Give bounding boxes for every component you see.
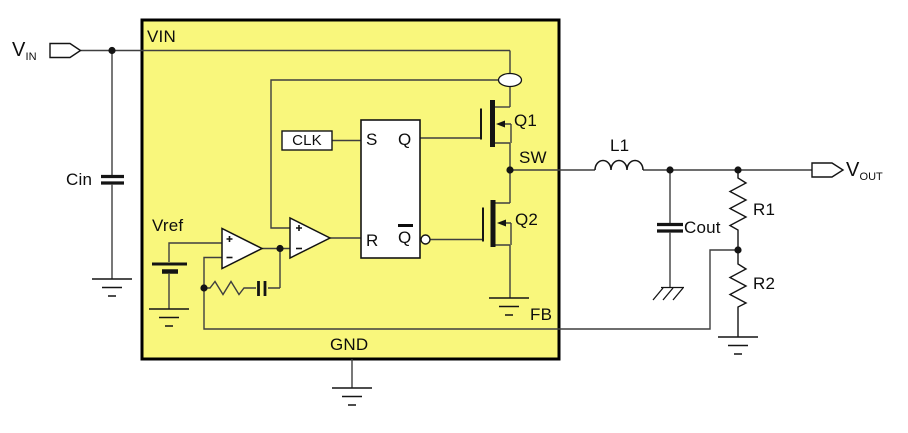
gnd-pin-ground-icon (332, 387, 372, 406)
wire-erramp-minus (203, 256, 222, 288)
wire-comp-resistor (204, 280, 280, 296)
junction-divider-tap (734, 246, 742, 254)
r1-label: R1 (753, 200, 776, 219)
vref-ground-icon (149, 308, 189, 327)
wire-current-sense (270, 79, 499, 229)
pwm-comparator (289, 216, 332, 260)
qbar-letter: Q (398, 228, 412, 247)
cout-chassis-ground-icon (652, 286, 684, 301)
latch-reset-label: R (366, 231, 379, 250)
q2-ground-icon (489, 297, 529, 316)
q2-label: Q2 (515, 210, 539, 229)
wire-q2-body-tie (506, 222, 512, 245)
wire-q2-drain (495, 170, 511, 204)
clk-block-label: CLK (292, 132, 322, 149)
vin-terminal-tag (49, 42, 82, 59)
l1-inductor (594, 159, 644, 171)
vout-terminal-label: VOUT (846, 159, 883, 184)
junction-vin-cin (108, 46, 116, 55)
latch-set-label: S (366, 130, 378, 149)
r1-resistor (728, 170, 748, 250)
ground-symbols (92, 278, 758, 406)
junction-erramp-out (276, 244, 284, 253)
r2-label: R2 (753, 274, 776, 293)
cout-label: Cout (684, 218, 721, 237)
latch-out-inverted-label: Q (398, 224, 413, 248)
vout-terminal-tag (811, 162, 845, 178)
wire-q1-body-tie (505, 123, 512, 143)
q1-mosfet (480, 100, 505, 147)
cin-capacitor (101, 174, 124, 185)
pwm-comparator-plus-icon (296, 225, 302, 231)
clk-block (281, 130, 333, 151)
pin-label-fb: FB (530, 305, 553, 324)
q1-body-arrow (496, 120, 505, 128)
vref-battery (152, 262, 187, 274)
current-sense-icon (497, 72, 523, 88)
vout-terminal-sub: OUT (859, 171, 883, 183)
vref-label: Vref (152, 216, 184, 235)
junction-dots (108, 46, 742, 292)
junction-fb-comp (200, 284, 208, 292)
vin-terminal-main: V (12, 39, 26, 61)
junction-vout-node (734, 166, 742, 174)
q2-mosfet (482, 200, 506, 247)
vin-terminal-sub: IN (25, 51, 37, 63)
pin-label-sw: SW (519, 148, 547, 167)
cout-capacitor (657, 222, 683, 233)
error-amplifier (221, 227, 264, 270)
wire-q1-source (495, 142, 511, 170)
r2-resistor (728, 250, 748, 337)
pin-label-gnd: GND (330, 335, 369, 354)
pin-label-vin: VIN (147, 27, 176, 46)
sr-latch-block (360, 119, 421, 259)
component-layer (49, 42, 845, 406)
wire-vref-to-plus (168, 242, 222, 262)
q2-body-arrow (497, 219, 506, 227)
r2-ground-icon (718, 336, 758, 355)
qbar-inversion-bubble (420, 234, 431, 245)
l1-label: L1 (610, 136, 630, 155)
ic-body (140, 18, 561, 361)
q1-label: Q1 (514, 111, 538, 130)
cin-ground-icon (92, 278, 132, 297)
qbar-overline (398, 224, 413, 227)
vout-terminal-main: V (846, 159, 860, 181)
wire-fb-path (203, 249, 738, 330)
wire-q2-source (495, 244, 511, 298)
wire-layer (80, 49, 812, 388)
error-amp-plus-icon (226, 236, 233, 242)
comp-capacitor (257, 281, 267, 296)
junction-sw-node (506, 166, 514, 174)
cin-label: Cin (66, 170, 93, 189)
junction-cout-node (666, 166, 674, 174)
vin-terminal-label: VIN (12, 39, 37, 64)
latch-out-label: Q (398, 130, 412, 149)
